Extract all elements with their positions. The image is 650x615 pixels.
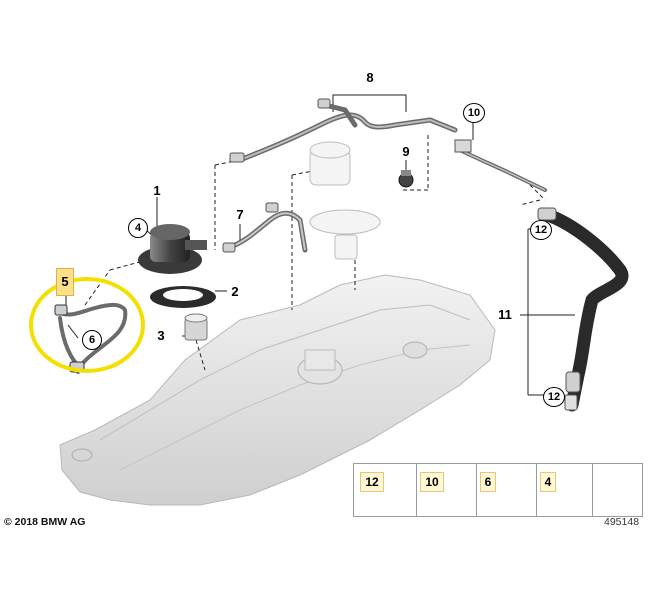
high-pressure-pump <box>138 224 207 274</box>
parts-legend: 12 10 6 4 <box>353 463 643 517</box>
fuel-line-8 <box>229 98 458 163</box>
black-hose-11 <box>537 207 629 412</box>
fuel-line-7 <box>222 202 308 253</box>
callout-2: 2 <box>231 284 239 299</box>
callout-10: 10 <box>463 103 485 123</box>
copyright-text: © 2018 BMW AG <box>4 516 86 528</box>
legend-divider <box>592 464 593 516</box>
roller-tappet <box>184 313 208 341</box>
pump-outline <box>309 141 381 260</box>
diagram-number: 495148 <box>604 516 640 528</box>
callout-4: 4 <box>128 218 148 238</box>
legend-divider <box>476 464 477 516</box>
vent-line <box>398 139 547 192</box>
callout-7: 7 <box>236 207 244 222</box>
callout-9: 9 <box>402 144 410 159</box>
callout-12-top: 12 <box>530 220 552 240</box>
legend-item-12: 12 <box>360 472 384 492</box>
callout-3: 3 <box>157 328 165 343</box>
legend-item-4: 4 <box>540 472 556 492</box>
legend-item-6: 6 <box>480 472 496 492</box>
callout-5: 5 <box>56 268 74 296</box>
highlight-ring <box>29 277 145 373</box>
gasket-ring <box>150 286 216 308</box>
cylinder-head-cover <box>59 274 496 506</box>
legend-divider <box>416 464 417 516</box>
legend-item-10: 10 <box>420 472 444 492</box>
callout-1: 1 <box>153 183 161 198</box>
legend-divider <box>536 464 537 516</box>
callout-12-bottom: 12 <box>543 387 565 407</box>
callout-11: 11 <box>498 307 512 322</box>
callout-8: 8 <box>366 70 374 85</box>
highlighted-fuel-line-5 <box>54 302 128 374</box>
callout-6: 6 <box>82 330 102 350</box>
